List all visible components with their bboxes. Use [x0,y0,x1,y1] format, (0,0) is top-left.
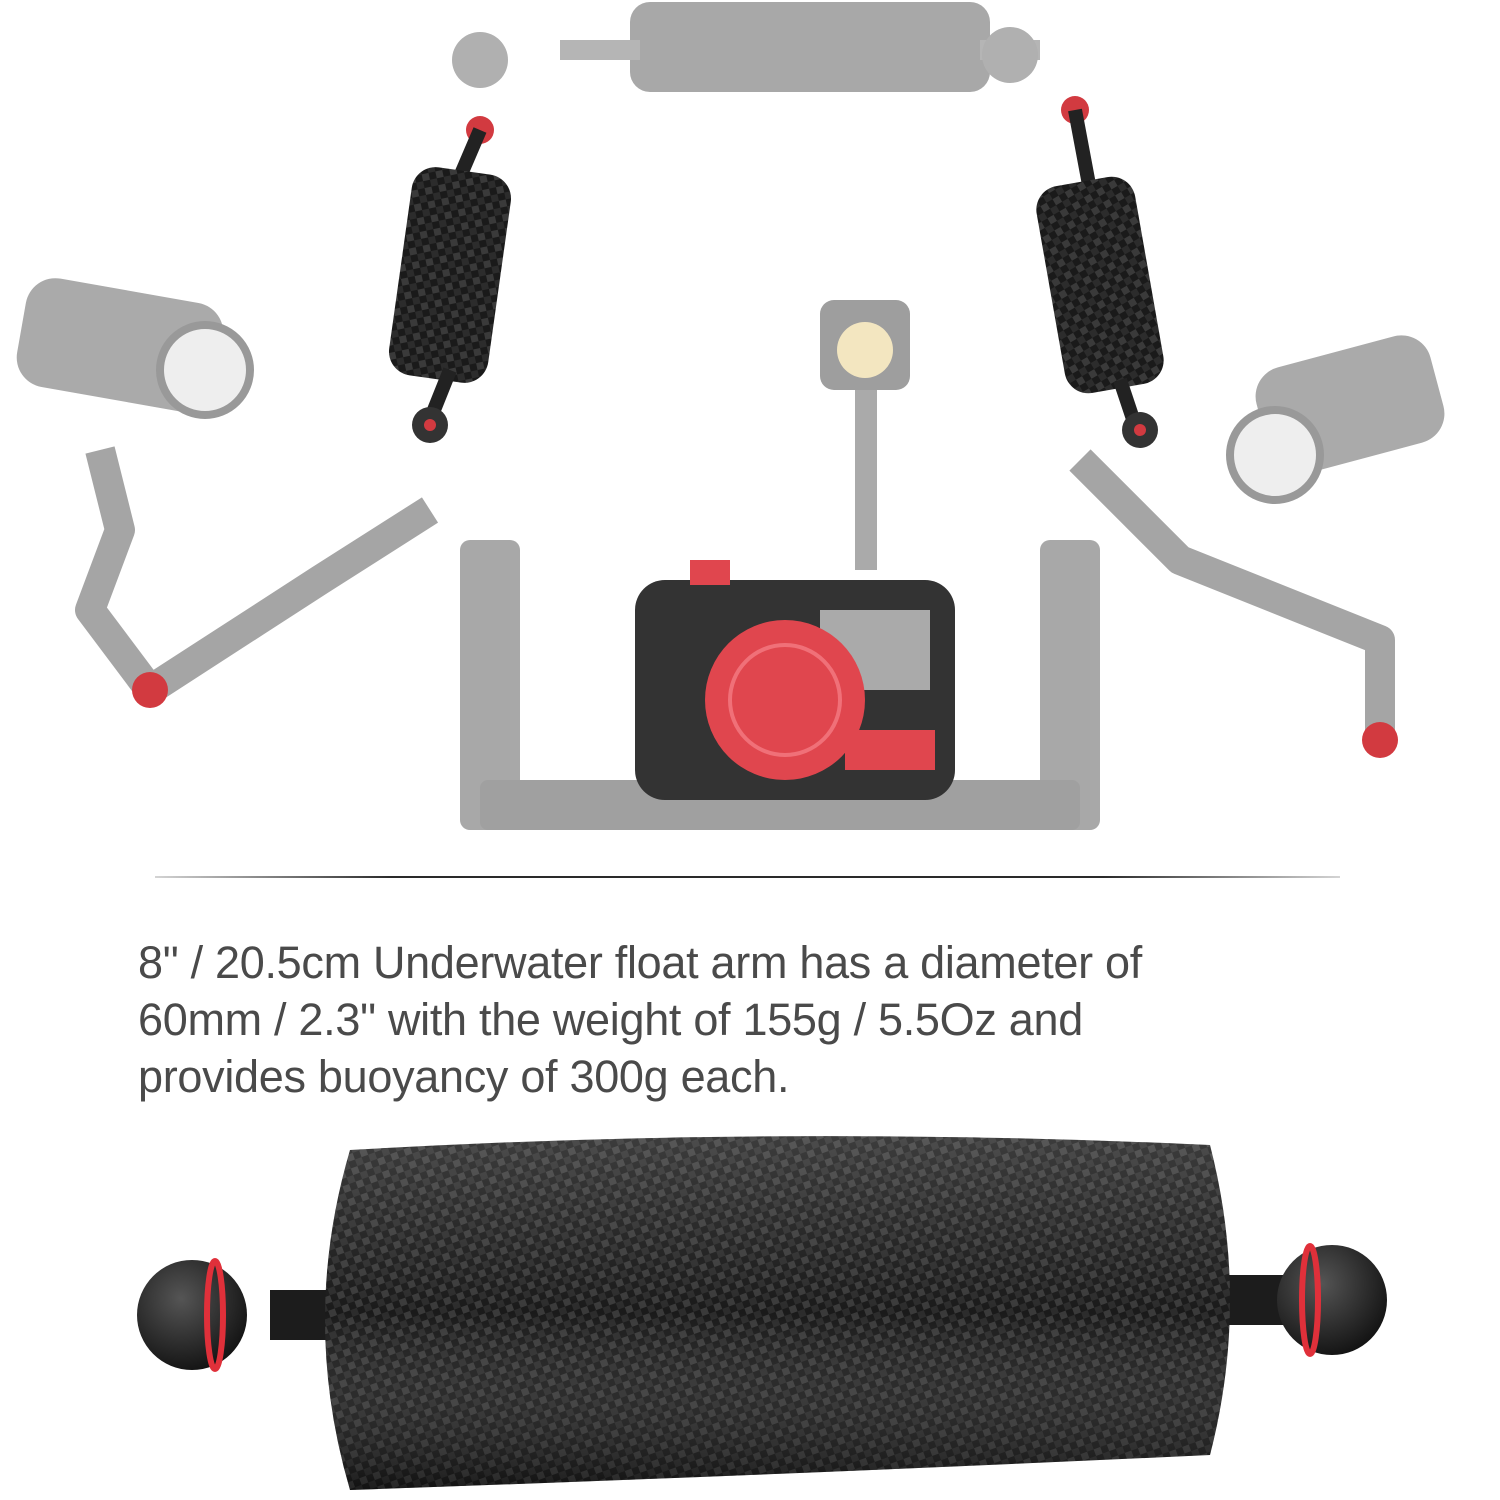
description-line-2: 60mm / 2.3" with the weight of 155g / 5.… [138,994,1083,1045]
float-arm-product [137,1136,1387,1490]
right-ball-joint [1277,1245,1387,1355]
description-line-3: provides buoyancy of 300g each. [138,1051,790,1102]
left-float-arm [388,167,512,383]
description-line-1: 8" / 20.5cm Underwater float arm has a d… [138,937,1142,988]
left-red-ring [204,1258,226,1372]
divider [155,876,1340,878]
product-description: 8" / 20.5cm Underwater float arm has a d… [138,934,1368,1105]
rig-illustration [16,2,1445,830]
right-red-ring [1299,1243,1321,1357]
left-ball-joint [137,1260,247,1370]
right-float-arm [1036,176,1164,394]
top-float-arm [630,2,990,92]
